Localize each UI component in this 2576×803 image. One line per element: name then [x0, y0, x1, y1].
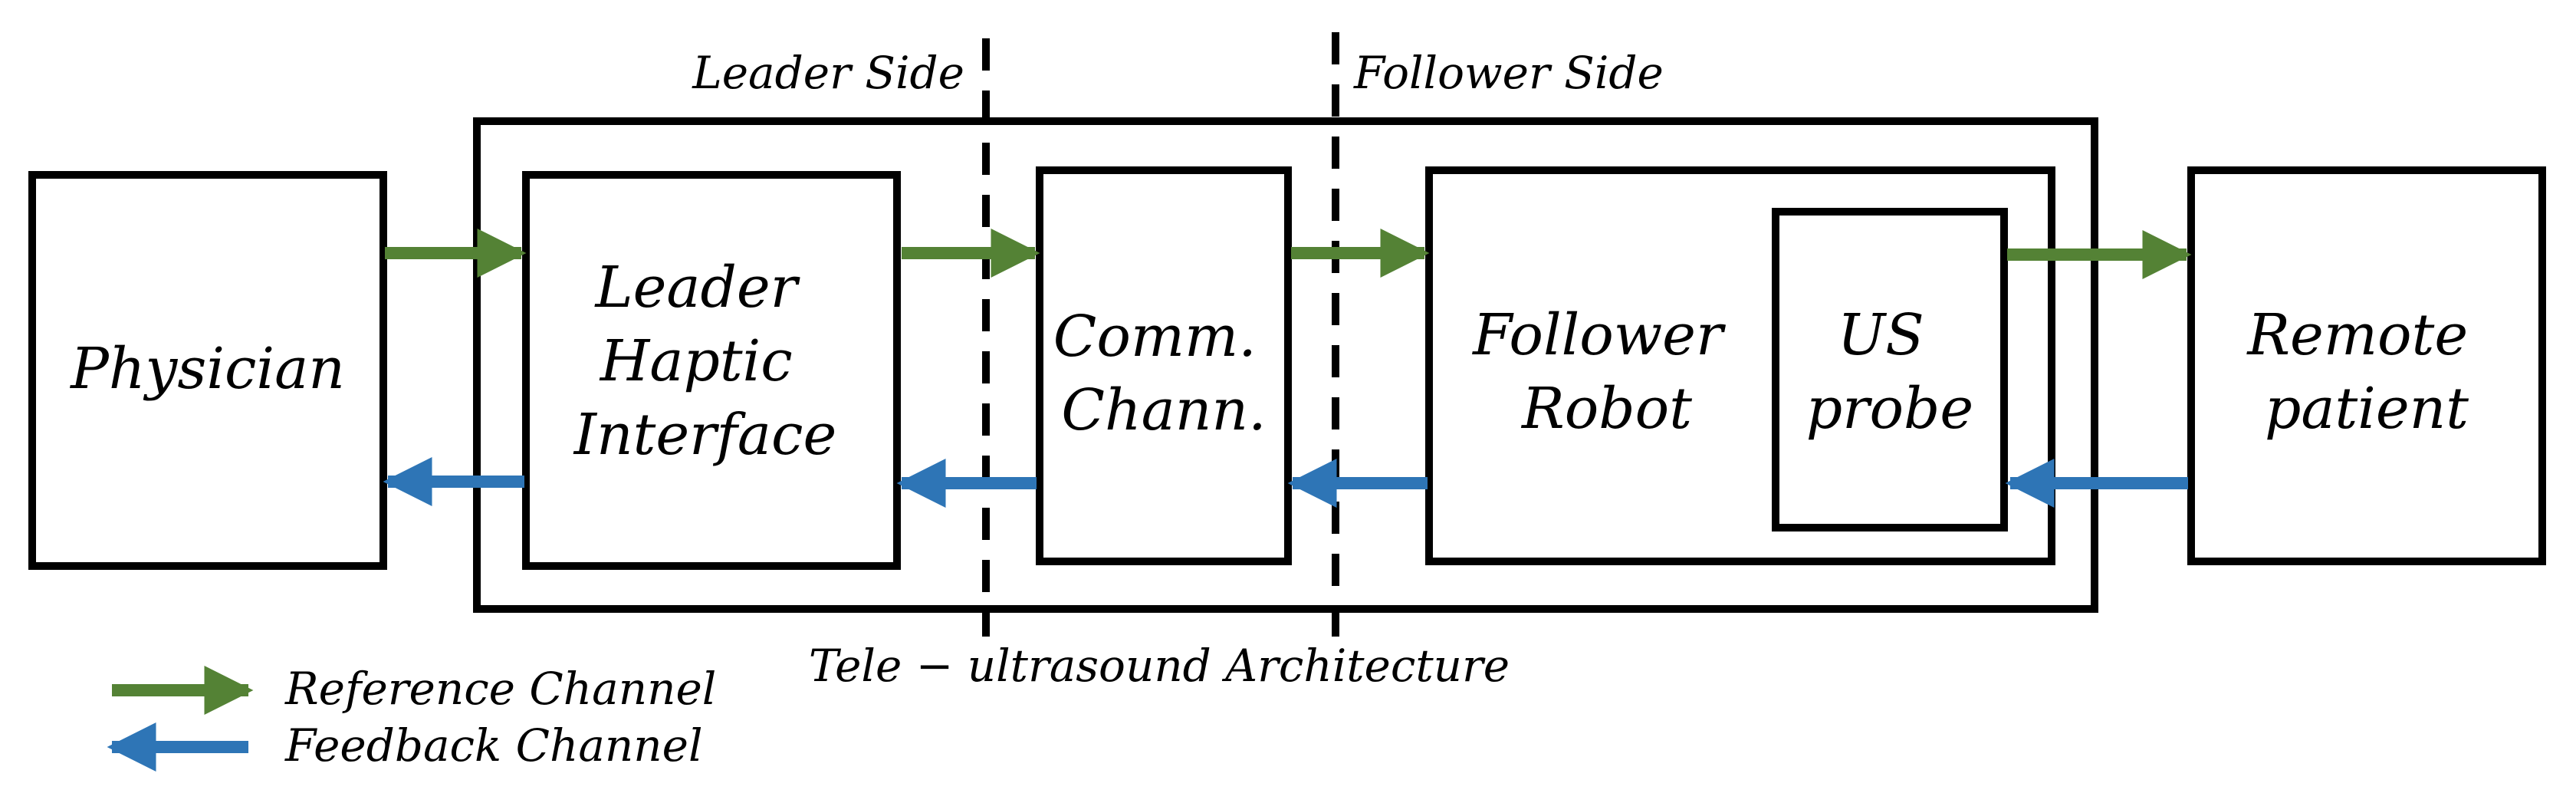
remote-patient-block — [2187, 166, 2546, 565]
comm-channel-label: Comm. Chann. — [1053, 304, 1275, 443]
architecture-label: Tele − ultrasound Architecture — [809, 640, 1510, 692]
leader-side-label: Leader Side — [692, 47, 964, 99]
follower-robot-label: Follower Robot — [1471, 302, 1741, 442]
physician-block — [28, 171, 387, 570]
leader-haptic-label: Leader Haptic Interface — [573, 255, 837, 468]
remote-patient-label: Remote patient — [2246, 302, 2486, 442]
us-probe-block — [1772, 208, 2008, 531]
physician-label: Physician — [69, 336, 345, 402]
follower-robot-block — [1425, 166, 2055, 565]
leader-haptic-block — [522, 171, 901, 570]
us-probe-label: US probe — [1806, 302, 1973, 442]
follower-side-label: Follower Side — [1353, 47, 1664, 99]
comm-channel-block — [1036, 166, 1292, 565]
legend-feedback-label: Feedback Channel — [284, 719, 703, 772]
legend-reference-label: Reference Channel — [284, 663, 716, 715]
legend: Reference Channel Feedback Channel — [107, 663, 716, 772]
architecture-box — [473, 117, 2098, 613]
